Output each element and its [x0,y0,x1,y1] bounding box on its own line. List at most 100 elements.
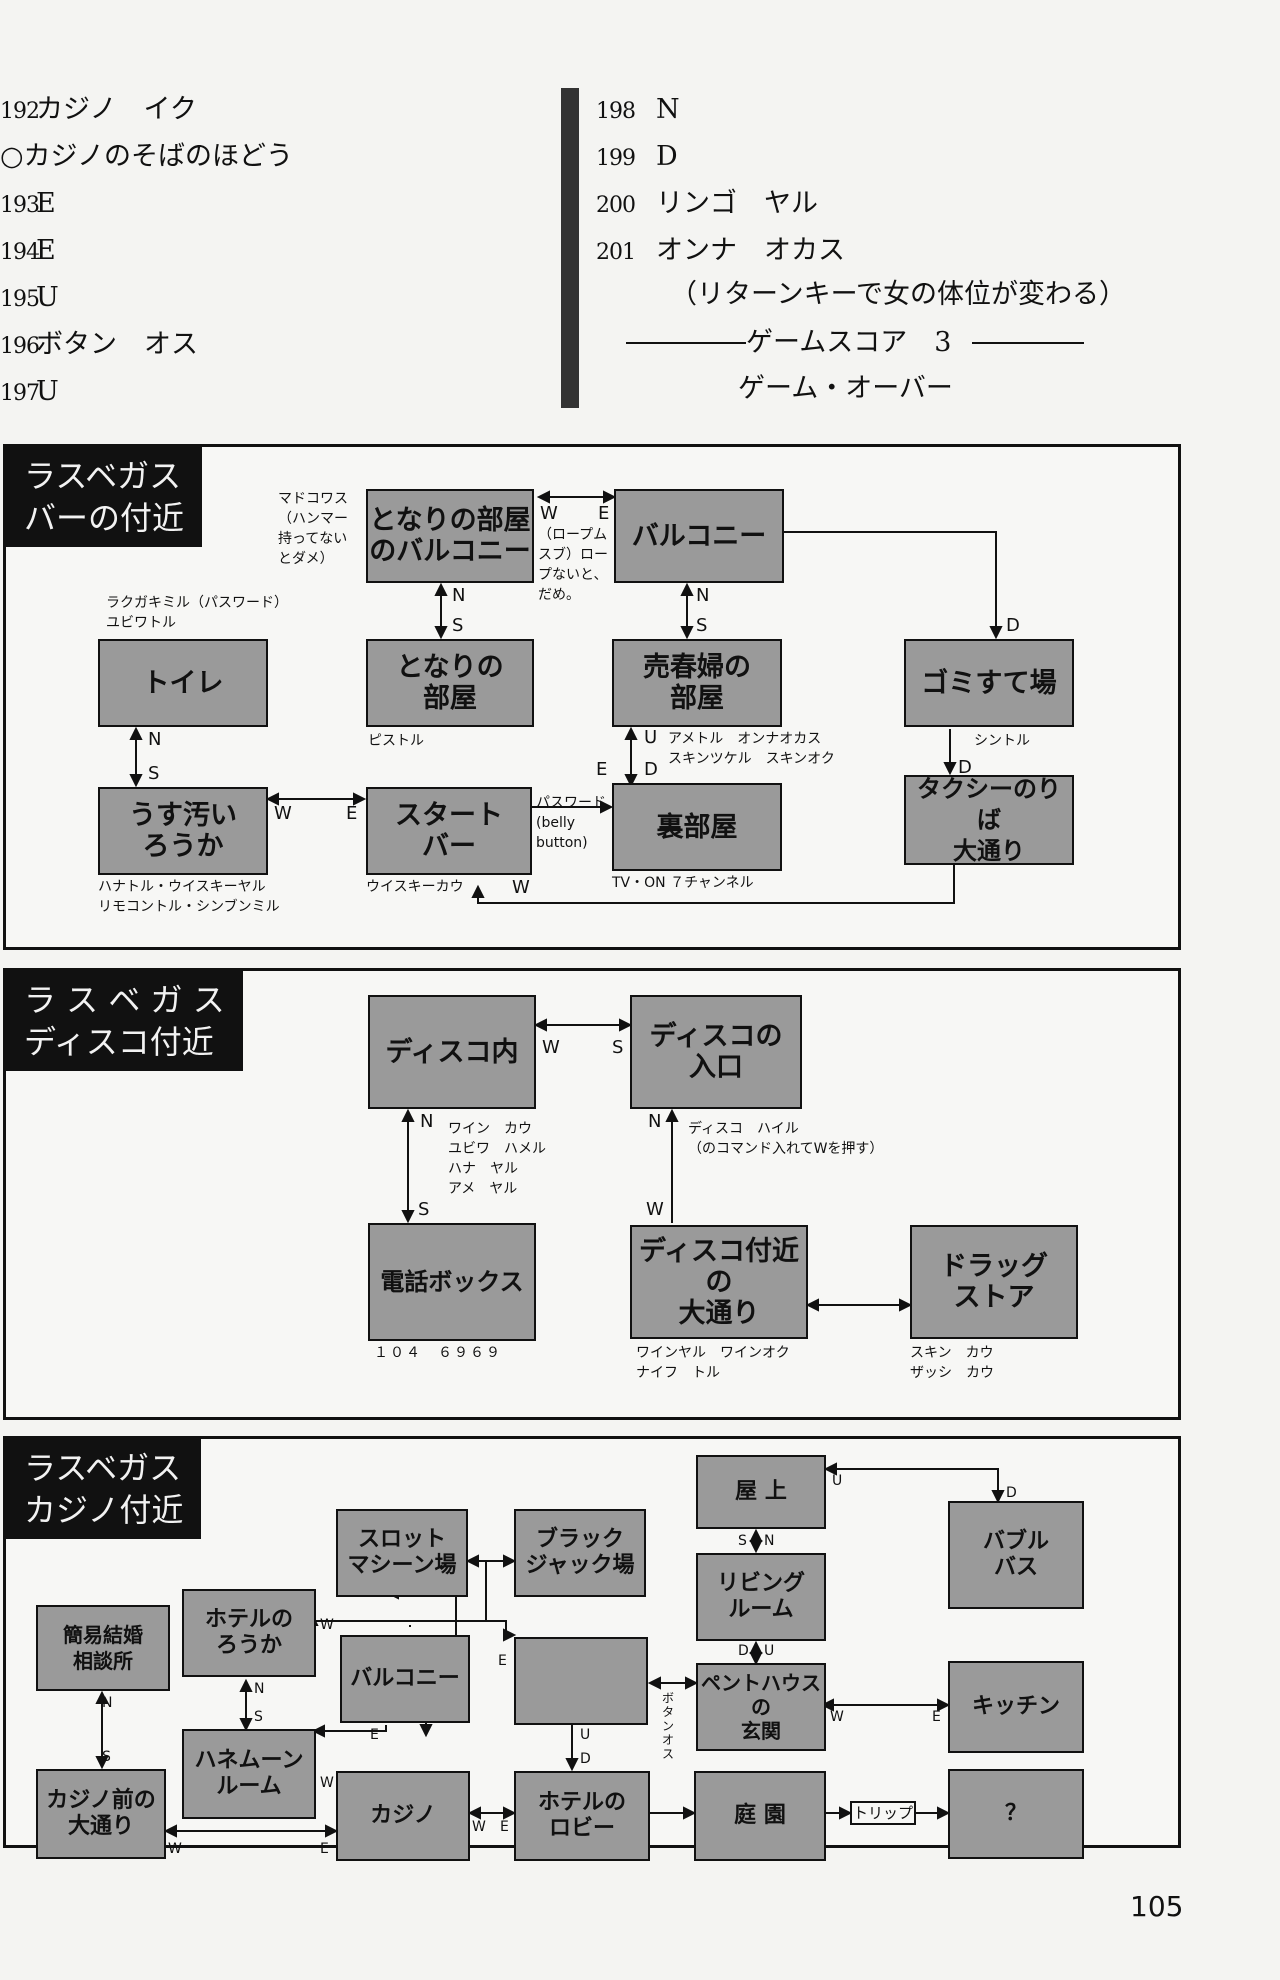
dir-w: W [472,1819,486,1835]
step-row: 197U [0,368,520,415]
room-start-bar[interactable]: スタート バー [366,787,532,875]
dir-d: D [1006,1485,1017,1501]
dir-w: W [542,1037,560,1058]
panel-disco-area: ラ ス ベ ガ ス ディスコ付近 ディスコ内 ディスコの 入口 電話ボックス デ… [3,968,1181,1420]
dir-s: S [254,1709,263,1725]
step-number: 198 [596,99,636,124]
dir-e: E [498,1653,507,1669]
room-living[interactable]: リビング ルーム [696,1553,826,1641]
room-casino-front-street[interactable]: カジノ前の 大通り [36,1769,166,1859]
room-bubble-bath[interactable]: バブル バス [948,1501,1084,1609]
dir-w: W [512,877,530,898]
room-casino-balcony[interactable]: バルコニー [340,1635,470,1723]
step-text: U [36,376,59,407]
step-text: カジノ イク [36,94,197,125]
dir-s: S [452,615,464,636]
dir-w: W [320,1775,334,1791]
dir-d: D [580,1751,591,1767]
label-whisky: ウイスキーカウ [366,879,464,895]
room-penthouse-entrance[interactable]: ペントハウス の 玄関 [696,1663,826,1751]
step-number: 195 [0,287,40,312]
label-madokowasu: マドコワス （ハンマー 持ってない とダメ） [278,491,348,567]
dir-e: E [320,1841,329,1857]
dir-n: N [696,585,710,606]
dir-s: S [696,615,708,636]
step-row: 195U [0,274,520,321]
trip-box: トリップ [850,1801,916,1825]
page-number: 105 [1130,1890,1184,1923]
dir-w: W [830,1709,844,1725]
label-rope: （ロープム スブ）ロー プないと、 だめ。 [538,527,608,603]
dir-w: W [646,1199,664,1220]
dir-n: N [764,1533,775,1549]
label-entrance-note: ディスコ ハイル （のコマンド入れてWを押す） [688,1121,884,1157]
dir-d: D [1006,615,1020,636]
room-disco-entrance[interactable]: ディスコの 入口 [630,995,802,1109]
room-kitchen[interactable]: キッチン [948,1661,1084,1753]
room-balcony[interactable]: バルコニー [614,489,784,583]
room-casino[interactable]: カジノ [336,1771,470,1861]
dir-s: S [418,1199,430,1220]
room-next-room[interactable]: となりの 部屋 [366,639,534,727]
room-blackjack[interactable]: ブラック ジャック場 [514,1509,646,1597]
step-number: 192 [0,99,40,124]
map-lines [401,1018,913,1312]
step-row: ○カジノのそばのほどう [0,133,520,180]
game-score: ゲームスコア 3 [746,327,952,358]
step-number: 194 [0,240,40,265]
room-toilet[interactable]: トイレ [98,639,268,727]
room-taxi[interactable]: タクシーのりば 大通り [904,775,1074,865]
dir-n: N [102,1695,113,1711]
dir-s: S [148,763,160,784]
step-text: オンナ オカス [656,235,845,266]
dir-e: E [500,1819,509,1835]
label-password: パスワード (belly button) [536,795,606,851]
label-prostitute-note: アメトル オンナオカス スキンツケル スキンオク [668,731,835,767]
room-hotel-hallway[interactable]: ホテルの ろうか [182,1589,316,1677]
dir-w: W [540,503,558,524]
dir-n: N [452,585,466,606]
room-marriage-office[interactable]: 簡易結婚 相談所 [36,1605,170,1691]
room-hotel-lobby[interactable]: ホテルの ロビー [514,1771,650,1861]
step-text: リンゴ ヤル [656,188,818,219]
room-dump[interactable]: ゴミすて場 [904,639,1074,727]
step-text: U [36,282,59,313]
dir-w: W [274,803,292,824]
label-tv: TV・ON ７チャンネル [612,875,754,891]
label-phone: １０４ ６９６９ [374,1345,502,1361]
label-street-note: ワインヤル ワインオク ナイフ トル [636,1345,790,1381]
room-hallway[interactable]: うす汚い ろうか [98,787,268,875]
step-row: 196ボタン オス [0,321,520,368]
step-row: 199 D [596,133,1196,180]
step-text: N [656,94,680,125]
dir-s: S [738,1533,747,1549]
label-shintoru: シントル [974,733,1030,749]
room-honeymoon[interactable]: ハネムーン ルーム [182,1729,316,1819]
dir-s: S [612,1037,624,1058]
room-back-room[interactable]: 裏部屋 [612,783,782,871]
room-drugstore[interactable]: ドラッグ ストア [910,1225,1078,1339]
step-number: 199 [596,146,636,171]
step-number: 196 [0,334,40,359]
step-text: E [36,188,56,219]
label-button-press: ボ タ ン オ ス [662,1691,675,1761]
dir-n: N [648,1111,662,1132]
step-row: 194E [0,227,520,274]
dir-e: E [598,503,610,524]
room-unknown[interactable]: ？ [948,1769,1084,1859]
step-text: D [656,141,678,172]
dir-n: N [420,1111,434,1132]
room-next-balcony[interactable]: となりの部屋 のバルコニー [366,489,534,583]
room-garden[interactable]: 庭 園 [694,1771,826,1861]
room-disco-inside[interactable]: ディスコ内 [368,995,536,1109]
room-phone-box[interactable]: 電話ボックス [368,1223,536,1341]
room-roof[interactable]: 屋 上 [696,1455,826,1529]
room-slot-machines[interactable]: スロット マシーン場 [336,1509,468,1597]
room-disco-street[interactable]: ディスコ付近 の 大通り [630,1225,808,1339]
step-row: 193E [0,180,520,227]
room-prostitute[interactable]: 売春婦の 部屋 [612,639,782,727]
room-elevator[interactable] [514,1637,648,1725]
dir-e: E [370,1727,379,1743]
